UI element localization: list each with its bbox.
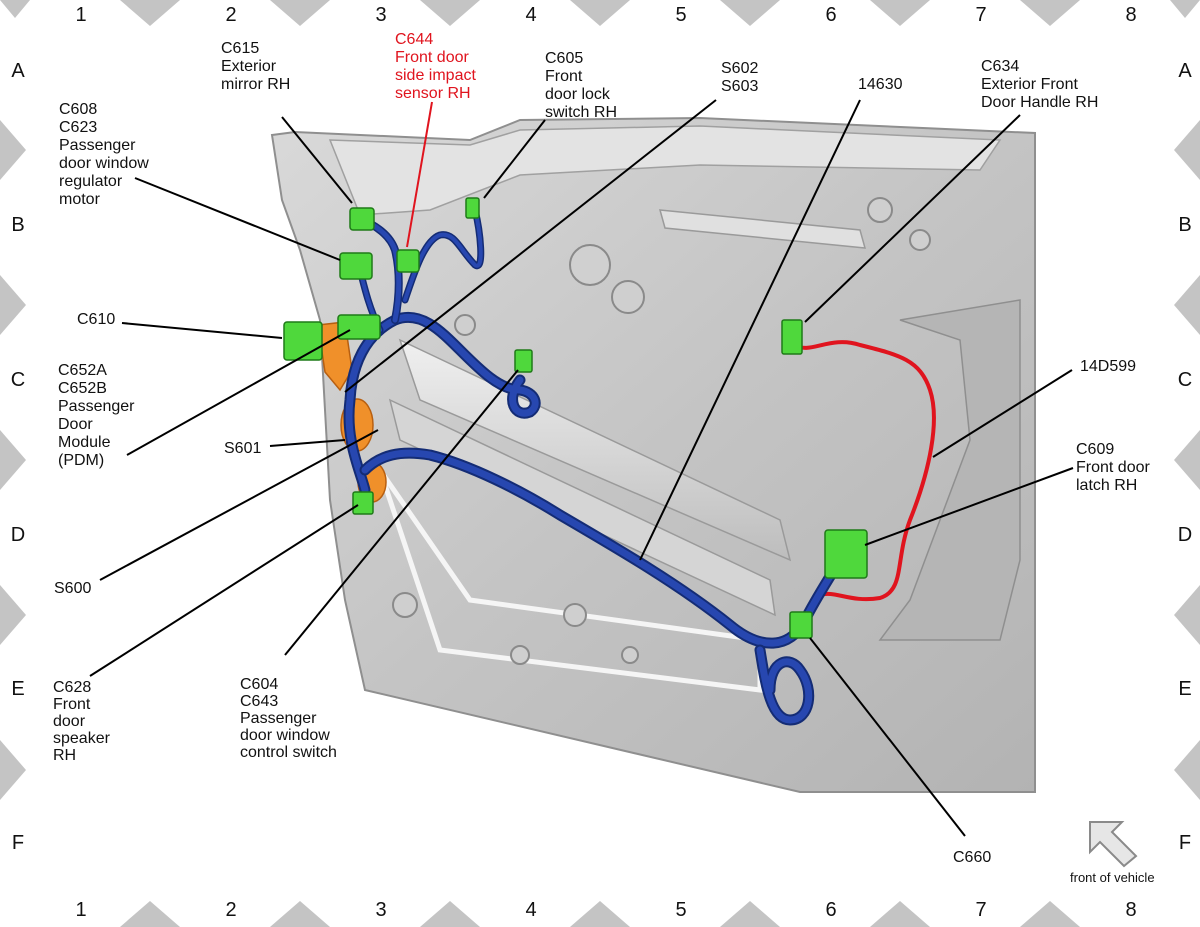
connector-c644 [396, 249, 420, 273]
leader-c660 [809, 637, 966, 837]
front-of-vehicle-indicator: front of vehicle [1070, 821, 1155, 885]
leader-c634 [804, 114, 1021, 323]
row-label-right: D [1178, 524, 1192, 546]
leader-c644 [406, 101, 433, 248]
label-s600: S600 [54, 580, 91, 597]
row-label-left: D [11, 524, 25, 546]
label-c610: C610 [77, 311, 115, 328]
row-label-left: B [11, 214, 24, 236]
row-label-right: A [1178, 60, 1192, 82]
leader-c609 [864, 467, 1074, 546]
connector-c610 [283, 321, 323, 361]
label-c615: C615 Exterior mirror RH [221, 40, 290, 93]
leader-lines [89, 99, 1074, 837]
col-label-bottom: 2 [225, 899, 236, 921]
col-label-bottom: 6 [825, 899, 836, 921]
connector-c609 [824, 529, 868, 579]
label-c652: C652A C652B Passenger Door Module (PDM) [58, 362, 139, 469]
connector-c660 [789, 611, 813, 639]
col-label-top: 4 [525, 4, 536, 26]
row-label-right: F [1179, 832, 1191, 854]
leader-14d599 [932, 369, 1073, 458]
col-label-top: 5 [675, 4, 686, 26]
label-s601: S601 [224, 440, 261, 457]
col-label-bottom: 4 [525, 899, 536, 921]
col-label-bottom: 5 [675, 899, 686, 921]
front-of-vehicle-label: front of vehicle [1070, 870, 1155, 885]
col-label-top: 8 [1125, 4, 1136, 26]
connector-c634 [781, 319, 803, 355]
label-c609: C609 Front door latch RH [1076, 441, 1154, 494]
label-c608-c623: C608 C623 Passenger door window regulato… [59, 101, 153, 208]
connector-c605 [465, 197, 480, 219]
leader-c608 [134, 177, 341, 261]
col-label-bottom: 1 [75, 899, 86, 921]
col-label-top: 7 [975, 4, 986, 26]
leader-c610 [121, 322, 283, 339]
col-label-top: 1 [75, 4, 86, 26]
leader-c615 [281, 116, 353, 204]
label-c660: C660 [953, 849, 991, 866]
col-label-bottom: 3 [375, 899, 386, 921]
connector-c608 [339, 252, 373, 280]
leader-c628 [89, 504, 359, 677]
col-label-top: 6 [825, 4, 836, 26]
leader-s601 [269, 439, 346, 447]
label-c628: C628 Front door speaker RH [53, 679, 114, 764]
label-c644: C644 Front door side impact sensor RH [395, 31, 480, 102]
leader-s600 [99, 429, 379, 581]
row-label-right: E [1178, 678, 1191, 700]
leader-14630 [639, 99, 861, 561]
leader-s602 [344, 99, 717, 393]
label-14630: 14630 [858, 76, 903, 93]
connector-c604 [514, 349, 533, 373]
label-c605: C605 Front door lock switch RH [545, 50, 617, 121]
label-s602-s603: S602 S603 [721, 60, 763, 95]
label-c634: C634 Exterior Front Door Handle RH [981, 58, 1098, 111]
leader-c605 [483, 119, 546, 199]
label-c604-c643: C604 C643 Passenger door window control … [240, 676, 337, 761]
callout-labels: C615 Exterior mirror RH C644 Front door … [53, 31, 1154, 866]
row-label-left: A [11, 60, 25, 82]
label-14d599: 14D599 [1080, 358, 1136, 375]
connector-c615 [349, 207, 375, 231]
leader-c604 [284, 369, 519, 656]
row-label-right: B [1178, 214, 1191, 236]
arrow-up-left-icon [1089, 821, 1138, 868]
col-label-top: 2 [225, 4, 236, 26]
grid-labels: 1 2 3 4 5 6 7 8 1 2 3 4 5 6 7 8 A B C D … [11, 4, 1193, 921]
connectors [283, 197, 868, 639]
row-label-left: E [11, 678, 24, 700]
row-label-right: C [1178, 369, 1192, 391]
col-label-top: 3 [375, 4, 386, 26]
row-label-left: F [12, 832, 24, 854]
leader-c652 [126, 329, 351, 456]
connector-c628 [352, 491, 374, 515]
row-label-left: C [11, 369, 25, 391]
connector-c652 [337, 314, 381, 340]
col-label-bottom: 7 [975, 899, 986, 921]
col-label-bottom: 8 [1125, 899, 1136, 921]
